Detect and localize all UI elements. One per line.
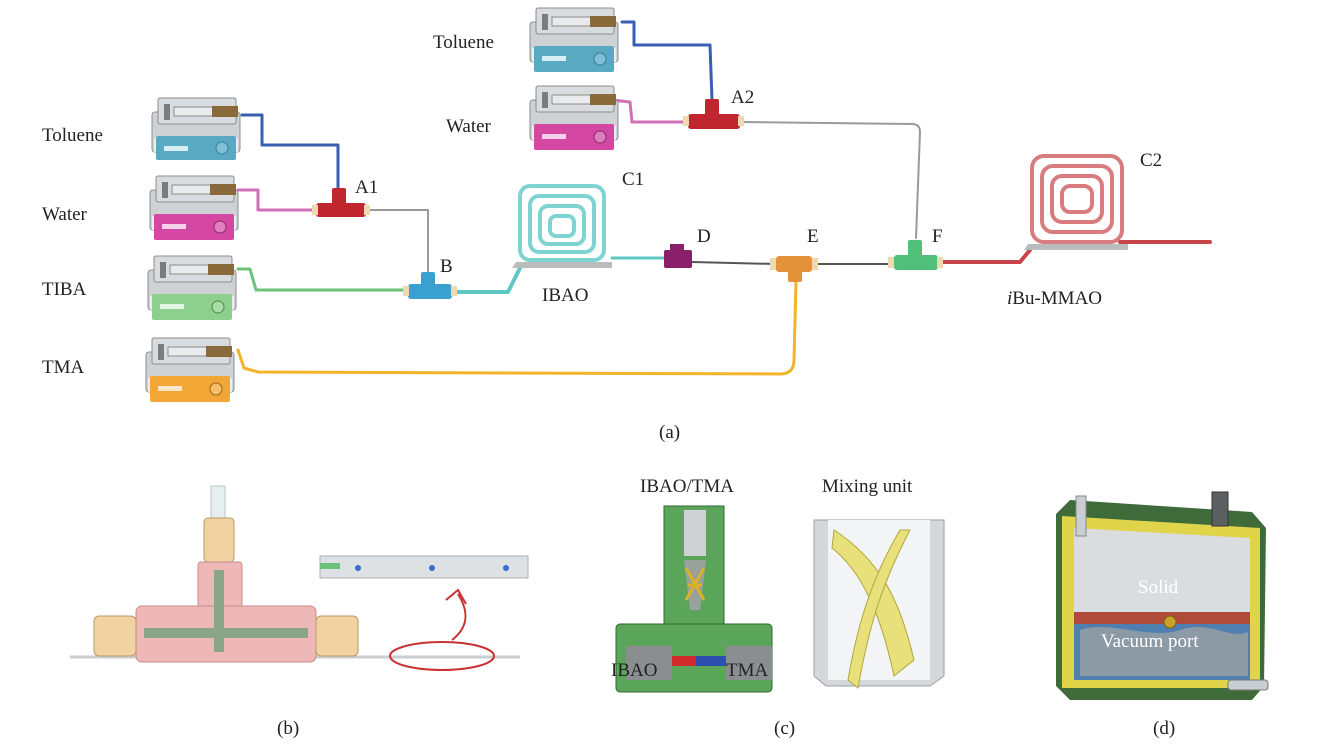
caption-d: (d) [1153, 718, 1175, 739]
label-ibu-rest: Bu-MMAO [1012, 288, 1102, 309]
junction-a1 [312, 188, 370, 217]
label-solid: Solid [1138, 577, 1179, 598]
panel-b-magnify-arrow [389, 588, 495, 671]
label-junction-f: F [932, 226, 943, 247]
pump-toluene-2 [529, 7, 619, 72]
junction-f [888, 240, 943, 270]
label-junction-a2: A2 [731, 87, 754, 108]
panel-c-mixing-unit [813, 519, 945, 689]
label-ibao-port: IBAO [611, 660, 657, 681]
junction-e [770, 256, 818, 282]
label-ibu-mmao: iBu-MMAO [1007, 288, 1102, 309]
caption-a: (a) [659, 422, 680, 443]
toluene-tube-1 [240, 113, 340, 194]
water-tube-1 [236, 188, 320, 212]
tubing-network [236, 20, 1212, 376]
pump-tma [145, 337, 235, 402]
label-water-1: Water [42, 204, 88, 225]
label-toluene-2: Toluene [433, 32, 494, 53]
pump-water-2 [529, 85, 619, 150]
label-ibao: IBAO [542, 285, 588, 306]
label-ibao-tma: IBAO/TMA [640, 476, 734, 497]
label-junction-a1: A1 [355, 177, 378, 198]
label-ibu-prefix: i [1007, 288, 1012, 309]
toluene-tube-2 [620, 20, 714, 102]
d-to-e-tube [691, 261, 777, 265]
tma-tube [236, 280, 798, 376]
f-to-c2-tube [936, 248, 1032, 264]
label-toluene-1: Toluene [42, 125, 103, 146]
caption-c: (c) [774, 718, 795, 739]
pump-toluene-1 [151, 97, 241, 160]
water-tube-2 [610, 98, 686, 124]
panel-c-cross-section [615, 505, 773, 693]
label-water-2: Water [446, 116, 492, 137]
junction-d [664, 244, 692, 268]
coil-c1 [512, 184, 612, 268]
pump-water-1 [149, 175, 239, 240]
label-coil-c1: C1 [622, 169, 644, 190]
panel-d-vessel [1056, 491, 1269, 700]
a1-to-b-tube [365, 209, 429, 283]
junction-a2 [683, 99, 744, 129]
coil-c2 [1024, 154, 1128, 250]
panel-b-tee-fitting [70, 485, 520, 663]
a2-to-f-tube [739, 121, 921, 239]
tiba-tube [236, 267, 407, 292]
pump-tiba [147, 255, 237, 320]
panel-b-tube-closeup [319, 555, 529, 579]
caption-b: (b) [277, 718, 299, 739]
junction-b [403, 272, 457, 299]
label-tiba: TIBA [42, 279, 87, 300]
label-coil-c2: C2 [1140, 150, 1162, 171]
b-to-c1-tube [450, 266, 522, 294]
label-junction-d: D [697, 226, 711, 247]
label-tma-port: TMA [726, 660, 769, 681]
label-junction-e: E [807, 226, 819, 247]
label-junction-b: B [440, 256, 453, 277]
label-vacuum-port: Vacuum port [1101, 631, 1199, 652]
label-mixing-unit: Mixing unit [822, 476, 913, 497]
label-tma: TMA [42, 357, 85, 378]
